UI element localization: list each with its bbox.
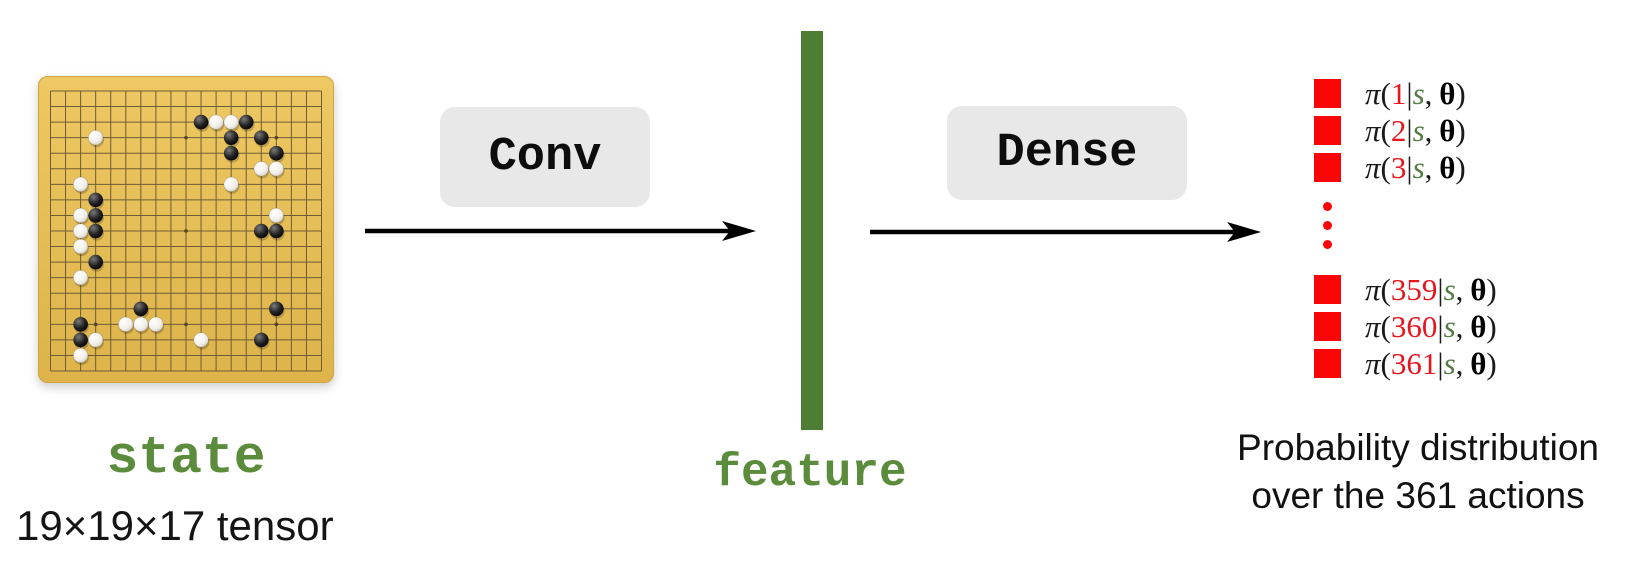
conv-layer-label: Conv [488,130,602,184]
conv-layer-box: Conv [440,107,650,207]
action-probability-row: π(3|s,θ) [1314,150,1497,185]
output-probability-column: π(1|s,θ) π(2|s,θ) π(3|s,θ) π(359|s,θ) π(… [1314,76,1497,381]
white-stone [73,207,89,224]
go-board-svg [38,76,334,383]
black-stone [253,130,269,145]
feature-vector-bar [801,31,823,430]
white-stone [268,161,284,177]
caption-line-1: Probability distribution [1237,427,1599,468]
dense-layer-label: Dense [996,126,1138,180]
white-stone [73,347,89,364]
black-stone [88,192,103,208]
policy-formula: π(361|s,θ) [1365,346,1497,381]
ellipsis-dots [1323,202,1497,249]
policy-formula: π(2|s,θ) [1365,113,1466,148]
probability-bar-icon [1314,79,1341,108]
probability-caption: Probability distribution over the 361 ac… [1168,424,1645,520]
white-stone [133,316,149,332]
probability-bar-icon [1314,153,1341,182]
policy-formula: π(359|s,θ) [1365,272,1497,307]
white-stone [73,176,89,192]
probability-bar-icon [1314,275,1341,304]
dense-layer-box: Dense [947,106,1187,200]
black-stone [269,223,284,239]
policy-formula: π(360|s,θ) [1365,309,1497,344]
ellipsis-dot [1323,202,1332,211]
policy-formula: π(3|s,θ) [1365,150,1466,185]
black-stone [269,301,284,317]
black-stone [238,114,254,130]
probability-bar-icon [1314,312,1341,341]
black-stone [193,114,209,130]
black-stone [269,145,284,161]
ellipsis-dot [1323,240,1332,249]
black-stone [73,317,88,332]
black-stone [223,130,239,145]
black-stone [88,254,103,270]
black-stone [253,332,269,348]
white-stone [253,161,269,177]
ellipsis-dot [1323,221,1332,230]
white-stone [88,332,104,348]
white-stone [193,332,209,348]
output-rows-bottom: π(359|s,θ) π(360|s,θ) π(361|s,θ) [1314,272,1497,381]
white-stone [223,114,239,130]
white-stone [148,316,164,332]
conv-arrow-icon [365,221,756,241]
go-board-image [38,76,334,383]
state-label: state [106,428,266,488]
policy-formula: π(1|s,θ) [1365,76,1466,111]
black-stone [88,223,103,239]
board-stones [73,114,285,366]
tensor-shape-label: 19×19×17 tensor [16,502,334,549]
black-stone [223,145,239,161]
white-stone [88,130,104,146]
action-probability-row: π(1|s,θ) [1314,76,1497,111]
caption-line-2: over the 361 actions [1251,475,1585,516]
dense-arrow-icon [870,222,1261,242]
action-probability-row: π(361|s,θ) [1314,346,1497,381]
white-stone [208,114,224,130]
white-stone [223,176,239,192]
probability-bar-icon [1314,116,1341,145]
white-stone [118,316,134,332]
white-stone [73,270,89,286]
black-stone [73,332,88,348]
black-stone [253,223,269,239]
white-stone [73,223,89,239]
white-stone [268,207,284,224]
action-probability-row: π(2|s,θ) [1314,113,1497,148]
action-probability-row: π(359|s,θ) [1314,272,1497,307]
black-stone [133,301,149,317]
white-stone [73,238,89,255]
black-stone [88,208,103,223]
action-probability-row: π(360|s,θ) [1314,309,1497,344]
probability-bar-icon [1314,349,1341,378]
output-rows-top: π(1|s,θ) π(2|s,θ) π(3|s,θ) [1314,76,1497,185]
feature-label: feature [713,447,907,499]
